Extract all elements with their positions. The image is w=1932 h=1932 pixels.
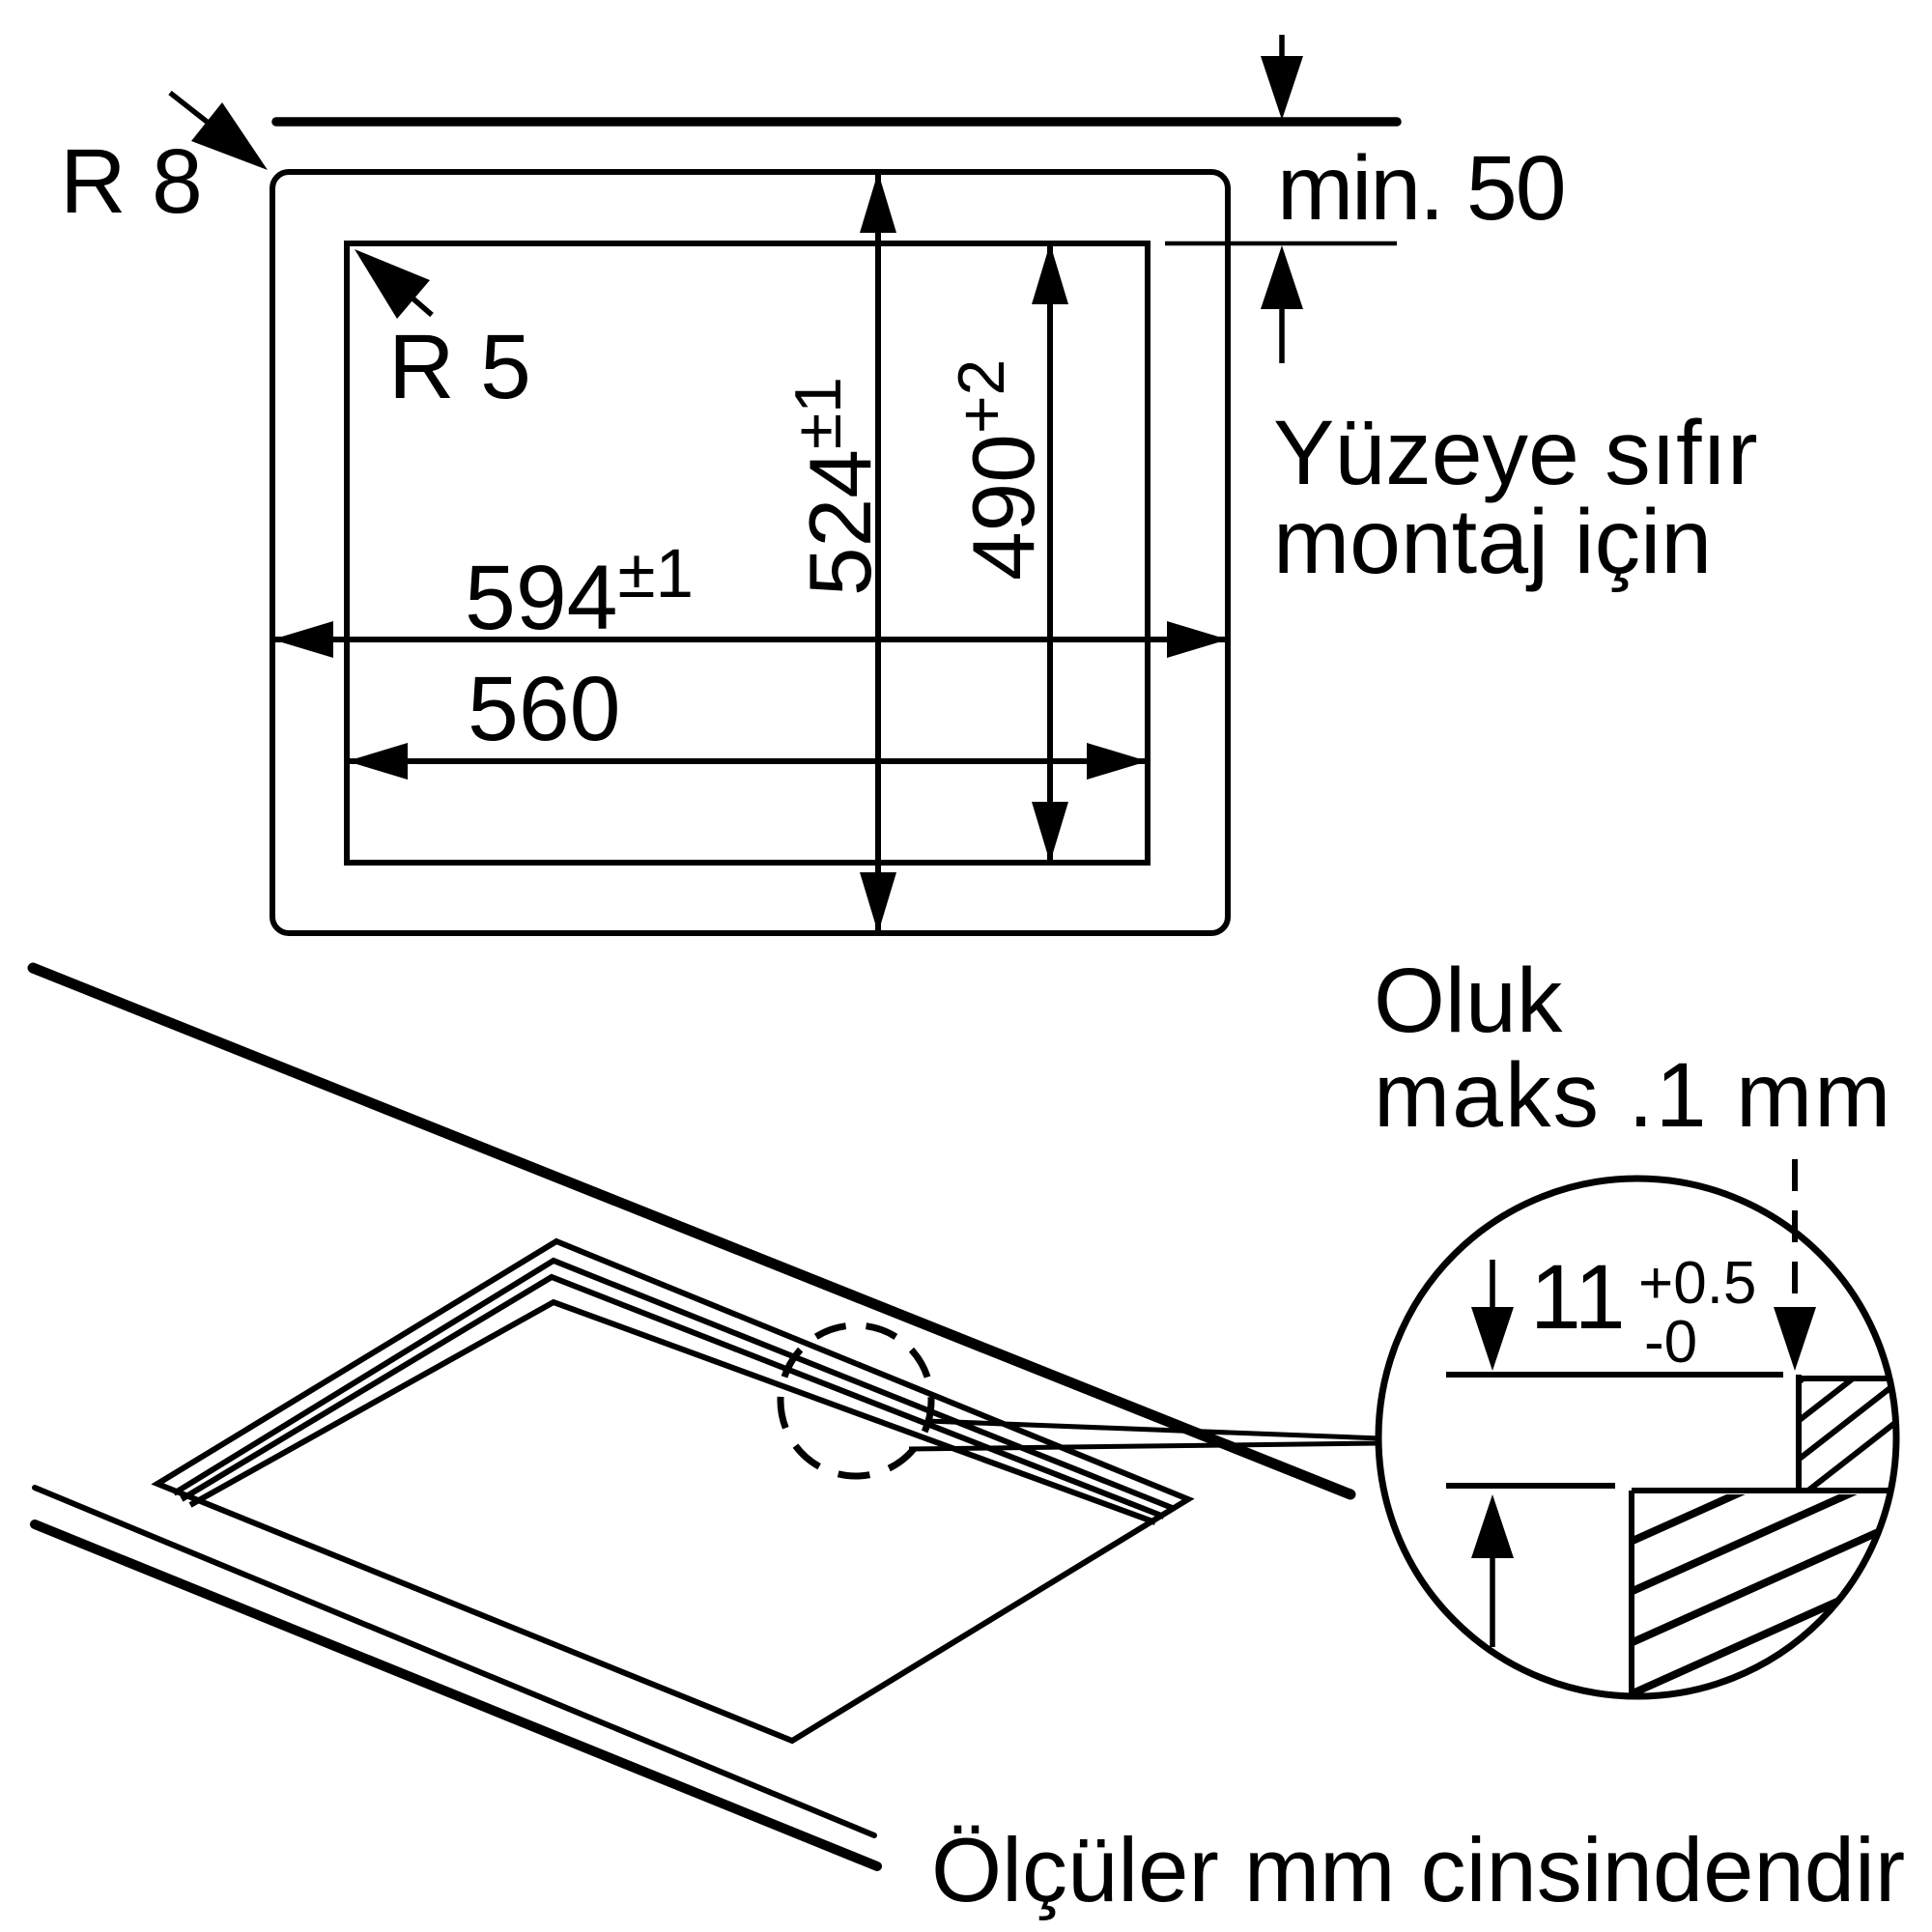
svg-text:R 8: R 8 bbox=[60, 130, 203, 233]
svg-text:R 5: R 5 bbox=[388, 316, 531, 418]
svg-text:Yüzeye sıfır: Yüzeye sıfır bbox=[1273, 402, 1758, 504]
svg-text:-0: -0 bbox=[1644, 1309, 1697, 1376]
svg-text:560: 560 bbox=[468, 658, 621, 760]
svg-text:min. 50: min. 50 bbox=[1277, 137, 1565, 240]
svg-text:Oluk: Oluk bbox=[1374, 950, 1563, 1052]
svg-text:11: 11 bbox=[1530, 1246, 1626, 1349]
svg-text:maks .1 mm: maks .1 mm bbox=[1374, 1044, 1892, 1147]
svg-text:montaj için: montaj için bbox=[1273, 491, 1712, 593]
svg-text:+0.5: +0.5 bbox=[1638, 1250, 1756, 1317]
svg-text:Ölçüler mm cinsindendir: Ölçüler mm cinsindendir bbox=[931, 1819, 1905, 1920]
